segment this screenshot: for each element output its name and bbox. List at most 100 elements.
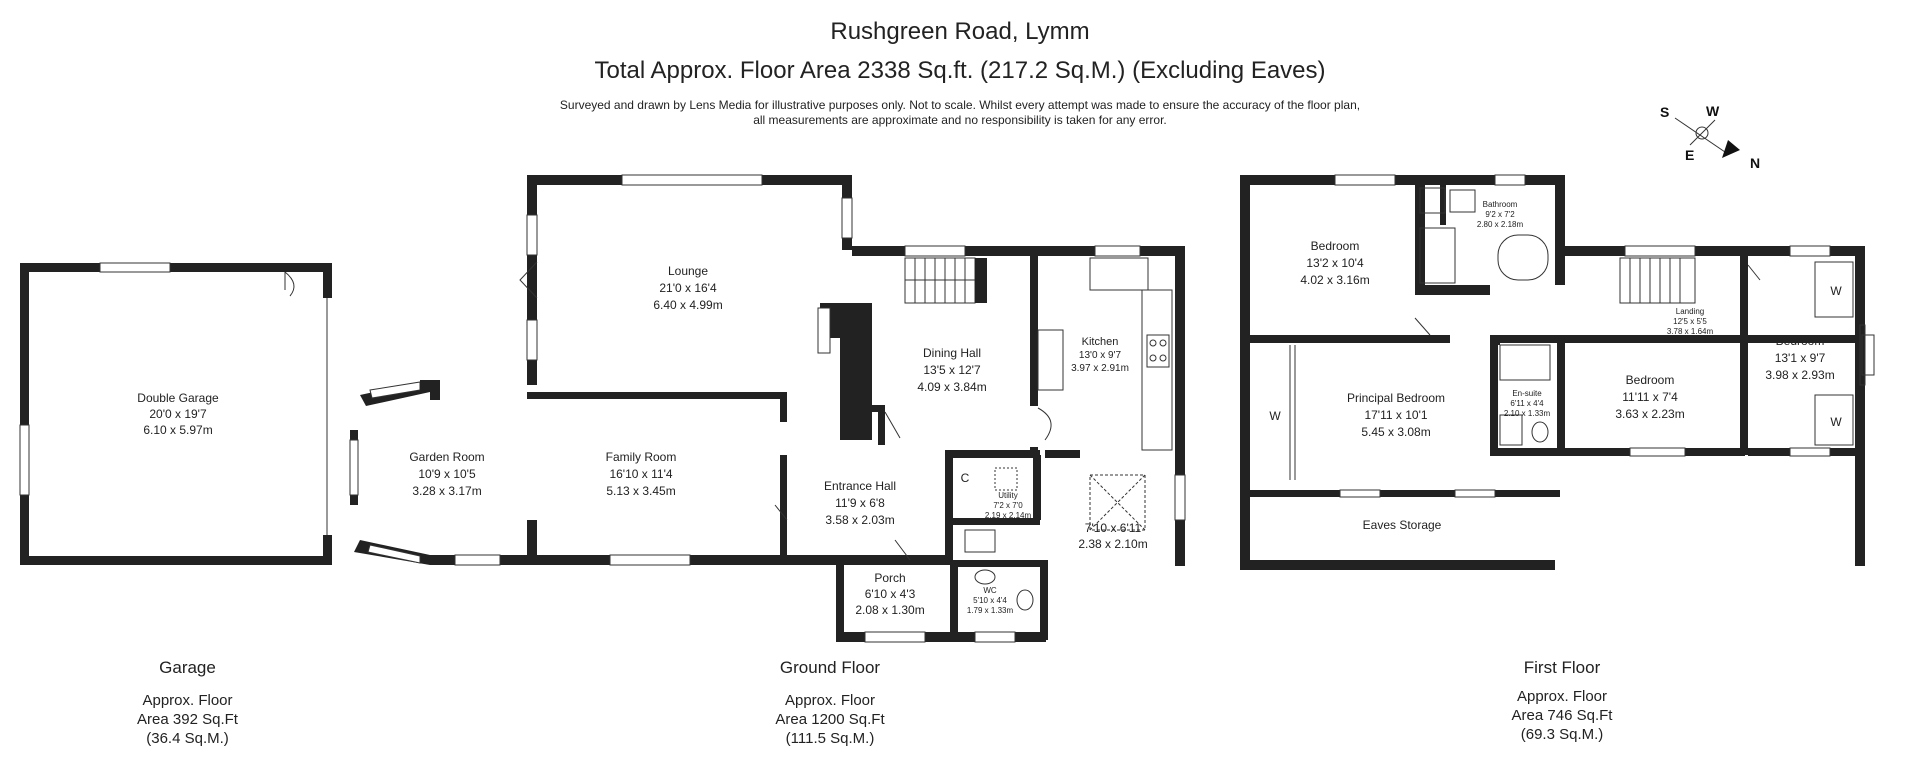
room-metric: 4.02 x 3.16m [1300,273,1369,287]
room-imperial: 11'9 x 6'8 [835,496,885,510]
room-name: Bedroom [1776,334,1825,348]
room-imperial: 5'10 x 4'4 [973,596,1007,605]
legend-garage: Garage Approx. Floor Area 392 Sq.Ft (36.… [90,658,285,748]
room-name: Garden Room [409,450,484,464]
room-bedroom-1: Bedroom 13'2 x 10'4 4.02 x 3.16m [1300,239,1369,287]
wardrobe-label: W [1830,415,1842,429]
room-imperial: 6'11 x 4'4 [1510,399,1544,408]
room-imperial: 9'2 x 7'2 [1485,210,1515,219]
room-kitchen: Kitchen 13'0 x 9'7 3.97 x 2.91m [1071,336,1129,374]
room-imperial: 21'0 x 16'4 [659,281,717,295]
room-metric: 5.45 x 3.08m [1361,425,1430,439]
room-metric: 2.08 x 1.30m [855,603,924,617]
room-imperial: 17'11 x 10'1 [1364,408,1427,422]
room-landing: Landing 12'5 x 5'5 3.78 x 1.64m [1667,307,1714,336]
floor-area-line-1: Approx. Floor [784,692,876,709]
room-name: Bedroom [1311,239,1360,253]
disclaimer-line-1: Surveyed and drawn by Lens Media for ill… [559,98,1361,112]
legend-first-floor: First Floor Approx. Floor Area 746 Sq.Ft… [1462,658,1662,744]
cupboard-label: C [857,423,866,437]
room-imperial: 6'10 x 4'3 [865,587,916,601]
legend-ground-floor: Ground Floor Approx. Floor Area 1200 Sq.… [730,658,930,748]
floor-area-line-1: Approx. Floor [142,692,233,709]
ground-floor-building [349,174,1186,643]
floor-area-line-2: Area 1200 Sq.Ft [775,711,885,728]
room-imperial: 13'5 x 12'7 [923,363,981,377]
room-imperial: 13'0 x 9'7 [1079,350,1122,361]
wardrobe-label: W [1830,284,1842,298]
room-bedroom-3: Bedroom 11'11 x 7'4 3.63 x 2.23m [1615,373,1684,421]
room-name: Entrance Hall [824,479,896,493]
cupboard-label: C [961,471,970,485]
room-metric: 3.63 x 2.23m [1615,407,1684,421]
room-metric: 3.97 x 2.91m [1071,363,1129,374]
room-imperial: 7'2 x 7'0 [993,501,1023,510]
compass: S W E N [1660,103,1760,171]
room-name: Kitchen [1082,336,1119,348]
plan-subtitle: Total Approx. Floor Area 2338 Sq.ft. (21… [594,57,1326,84]
garage-building [19,262,332,565]
room-garden-room: Garden Room 10'9 x 10'5 3.28 x 3.17m [409,450,484,498]
room-metric: 4.09 x 3.84m [917,380,986,394]
room-name: Utility [998,491,1018,500]
room-name: Lounge [668,264,708,278]
disclaimer-line-2: all measurements are approximate and no … [753,113,1167,127]
compass-w-label: W [1706,103,1720,119]
plan-title: Rushgreen Road, Lymm [830,18,1090,45]
first-floor-building [1240,174,1875,570]
room-metric: 2.38 x 2.10m [1078,537,1147,551]
room-metric: 2.10 x 1.33m [1504,409,1551,418]
room-metric: 6.10 x 5.97m [143,423,212,437]
floor-area-line-1: Approx. Floor [1516,688,1608,705]
room-entrance-hall: Entrance Hall 11'9 x 6'8 3.58 x 2.03m [824,479,896,527]
room-metric: 3.98 x 2.93m [1765,368,1834,382]
room-metric: 3.58 x 2.03m [825,513,894,527]
room-name: Double Garage [137,391,219,405]
room-imperial: 12'5 x 5'5 [1673,317,1707,326]
room-name: Principal Bedroom [1347,391,1445,405]
room-metric: 6.40 x 4.99m [653,298,722,312]
floor-area-line-2: Area 392 Sq.Ft [137,711,238,728]
room-store: 7'10 x 6'11 2.38 x 2.10m [1078,521,1147,551]
room-name: Family Room [606,450,677,464]
room-name: Porch [874,571,905,585]
floor-area-line-3: (36.4 Sq.M.) [146,730,229,747]
room-eaves-storage: Eaves Storage [1363,518,1442,532]
room-imperial: 20'0 x 19'7 [149,407,207,421]
compass-s-label: S [1660,104,1669,120]
floor-name: Garage [159,658,216,677]
room-imperial: 7'10 x 6'11 [1085,521,1142,535]
room-utility: Utility 7'2 x 7'0 2.19 x 2.14m [985,491,1032,520]
wardrobe-label: W [1269,409,1281,423]
room-name: En-suite [1512,389,1542,398]
room-name: WC [983,586,997,595]
room-porch: Porch 6'10 x 4'3 2.08 x 1.30m [855,571,924,617]
room-metric: 2.19 x 2.14m [985,511,1032,520]
room-name: Bathroom [1483,200,1518,209]
room-name: Dining Hall [923,346,981,360]
floor-area-line-3: (69.3 Sq.M.) [1520,726,1604,743]
room-dining-hall: Dining Hall 13'5 x 12'7 4.09 x 3.84m [917,346,986,394]
room-metric: 2.80 x 2.18m [1477,220,1524,229]
floor-area-line-3: (111.5 Sq.M.) [785,730,875,747]
room-imperial: 13'2 x 10'4 [1306,256,1364,270]
room-wc: WC 5'10 x 4'4 1.79 x 1.33m [967,586,1014,615]
floor-area-line-2: Area 746 Sq.Ft [1511,707,1613,724]
room-imperial: 10'9 x 10'5 [418,467,476,481]
room-metric: 1.79 x 1.33m [967,606,1014,615]
room-metric: 5.13 x 3.45m [606,484,675,498]
room-bedroom-2: Bedroom 13'1 x 9'7 3.98 x 2.93m [1765,334,1834,382]
floor-name: Ground Floor [779,658,881,677]
room-ensuite: En-suite 6'11 x 4'4 2.10 x 1.33m [1504,389,1551,418]
room-metric: 3.78 x 1.64m [1667,327,1714,336]
room-metric: 3.28 x 3.17m [412,484,481,498]
room-lounge: Lounge 21'0 x 16'4 6.40 x 4.99m [653,264,722,312]
room-name: Landing [1676,307,1704,316]
room-name: Bedroom [1626,373,1675,387]
room-imperial: 13'1 x 9'7 [1775,351,1826,365]
compass-e-label: E [1685,147,1694,163]
compass-n-label: N [1750,155,1760,171]
room-garage: Double Garage 20'0 x 19'7 6.10 x 5.97m [137,391,219,437]
room-principal-bedroom: Principal Bedroom 17'11 x 10'1 5.45 x 3.… [1347,391,1445,439]
